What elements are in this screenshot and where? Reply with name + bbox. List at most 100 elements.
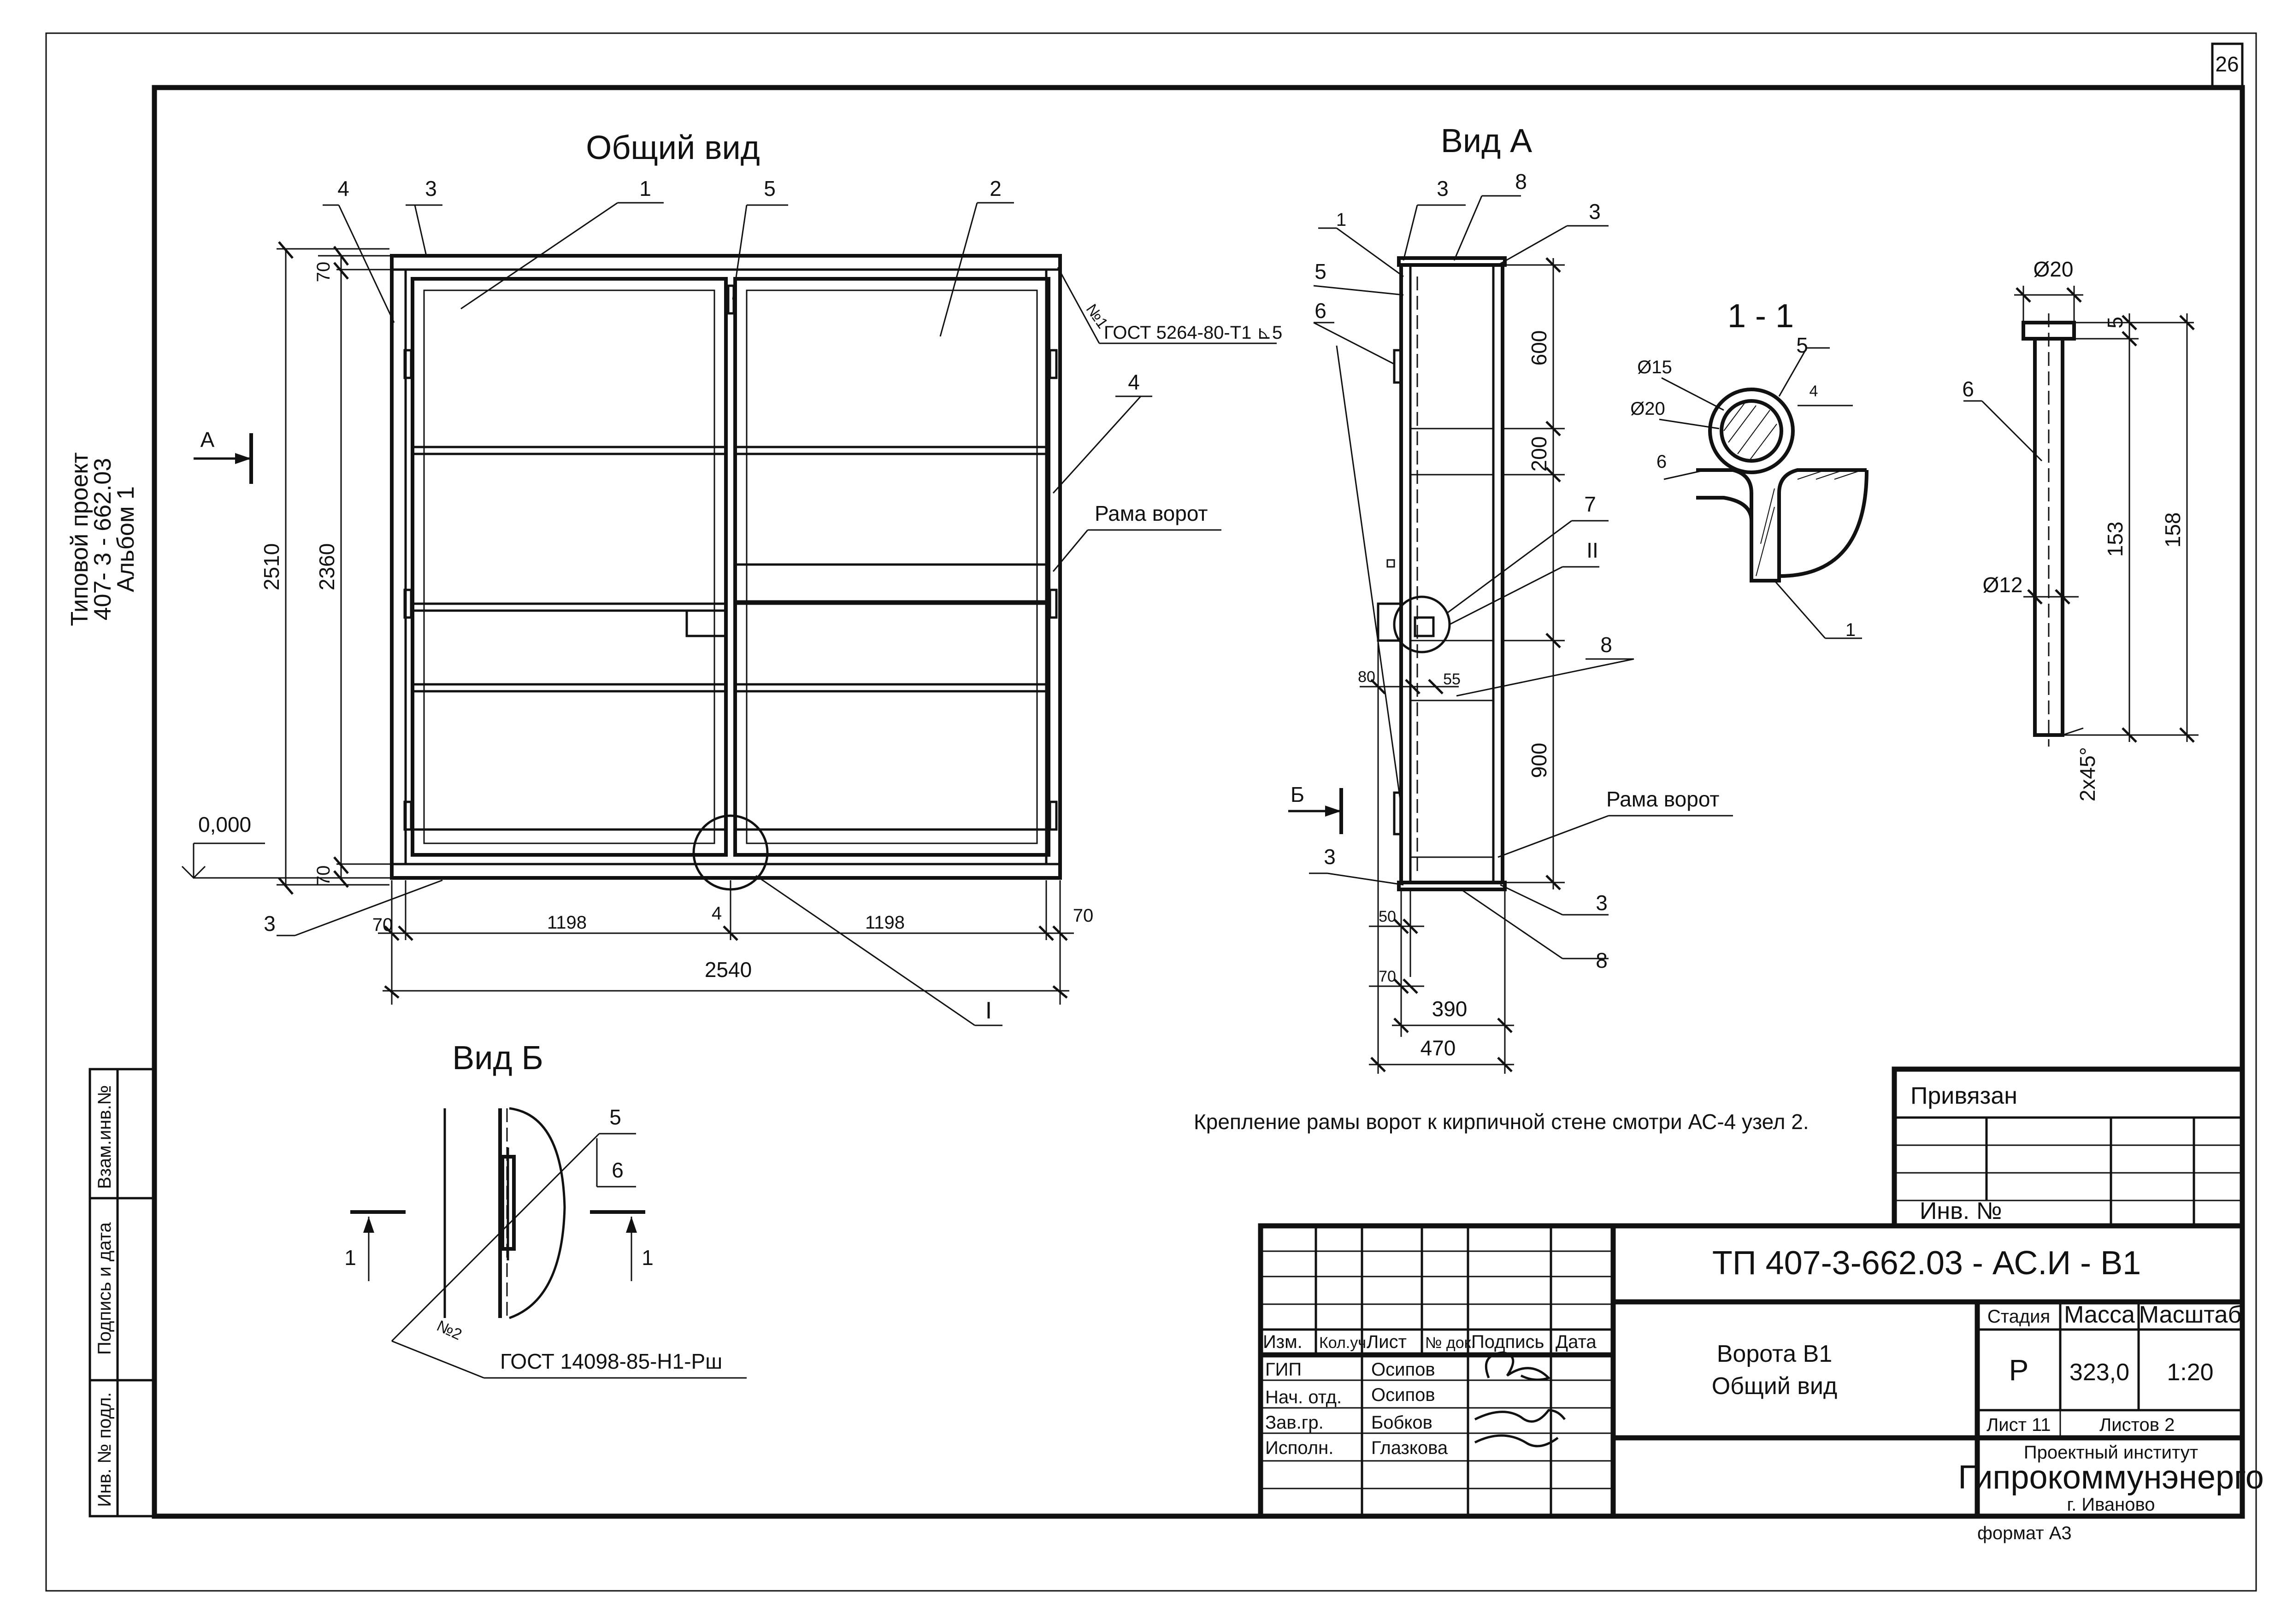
tb-role-0: ГИП bbox=[1265, 1359, 1302, 1380]
pin-dim-chamfer: 2x45° bbox=[2075, 747, 2099, 801]
title-block bbox=[1258, 1066, 2245, 1519]
tb-header-list: Лист bbox=[1367, 1332, 1407, 1352]
va-dim-70: 70 bbox=[1379, 968, 1396, 985]
tb-name-1: Осипов bbox=[1371, 1385, 1435, 1405]
tb-scale: 1:20 bbox=[2167, 1359, 2213, 1386]
va-dim-900: 900 bbox=[1527, 743, 1551, 778]
gv-callout-2: 2 bbox=[990, 177, 1002, 200]
tb-role-3: Исполн. bbox=[1265, 1438, 1333, 1458]
vb-callout-5: 5 bbox=[609, 1105, 621, 1129]
sheet-number: 26 bbox=[2215, 52, 2239, 76]
va-dim-390: 390 bbox=[1432, 997, 1468, 1021]
gv-gost-note: ГОСТ 5264-80-Т1 ⊾5 bbox=[1104, 323, 1282, 343]
va-callout-6: 6 bbox=[1314, 299, 1326, 323]
tb-name-0: Осипов bbox=[1371, 1359, 1435, 1380]
s11-dim-15: Ø15 bbox=[1637, 357, 1672, 377]
tb-header-data: Дата bbox=[1556, 1332, 1597, 1352]
left-stamp-vzam: Взам.инв.№ bbox=[94, 1085, 115, 1189]
gv-callout-4a: 4 bbox=[337, 177, 349, 200]
gv-dim-width: 2540 bbox=[705, 958, 752, 982]
pin-callout-6: 6 bbox=[1962, 377, 1974, 401]
pin-dim-153: 153 bbox=[2103, 522, 2127, 557]
tb-org-3: г. Иваново bbox=[2067, 1495, 2155, 1515]
va-callout-3c: 3 bbox=[1324, 845, 1336, 869]
section-1-1-drawing bbox=[1659, 347, 1869, 639]
general-view-drawing bbox=[181, 202, 1277, 1026]
va-frame-label: Рама ворот bbox=[1606, 787, 1719, 811]
gv-frame-label: Рама ворот bbox=[1095, 501, 1208, 525]
va-callout-5: 5 bbox=[1314, 259, 1326, 283]
vb-gost-note: ГОСТ 14098-85-Н1-Рш bbox=[500, 1349, 722, 1373]
gv-callout-4b: 4 bbox=[1128, 370, 1140, 394]
section-1-1-title: 1 - 1 bbox=[1727, 298, 1794, 335]
left-stamp-podpis: Подпись и дата bbox=[94, 1222, 115, 1355]
va-dim-50: 50 bbox=[1379, 908, 1396, 925]
va-callout-8a: 8 bbox=[1515, 170, 1527, 194]
left-stamp bbox=[88, 1068, 156, 1518]
tb-format: формат А3 bbox=[1977, 1523, 2072, 1543]
side-stamp-line2: 407- 3 - 662.03 bbox=[89, 458, 116, 621]
pin-dim-d12: Ø12 bbox=[1983, 573, 2023, 597]
vb-section-mark-right: 1 bbox=[642, 1246, 654, 1270]
tb-sheet: Лист 11 bbox=[1986, 1415, 2051, 1435]
va-callout-ii: II bbox=[1586, 538, 1598, 562]
tb-designation: ТП 407-3-662.03 - АС.И - В1 bbox=[1712, 1245, 2141, 1282]
gv-level: 0,000 bbox=[198, 812, 251, 836]
tb-org-2: Гипрокоммунэнерго bbox=[1958, 1459, 2264, 1496]
tb-header-izm: Изм. bbox=[1263, 1332, 1303, 1352]
view-a-title: Вид А bbox=[1441, 123, 1532, 159]
pin-dim-5: 5 bbox=[2103, 317, 2127, 329]
s11-callout-6: 6 bbox=[1656, 452, 1667, 472]
tb-header-kol: Кол.уч. bbox=[1319, 1334, 1370, 1352]
general-view-title: Общий вид bbox=[586, 129, 760, 166]
va-dim-200: 200 bbox=[1527, 436, 1551, 472]
side-stamp-line1: Типовой проект bbox=[66, 452, 93, 626]
gv-dim-leaf-right: 1198 bbox=[865, 912, 905, 933]
va-callout-7: 7 bbox=[1584, 492, 1596, 516]
side-stamp: Типовой проект 407- 3 - 662.03 Альбом 1 bbox=[66, 452, 139, 626]
gv-dim-top-70: 70 bbox=[313, 262, 334, 282]
tb-header-doc: № док. bbox=[1425, 1334, 1475, 1352]
tb-header-podpis: Подпись bbox=[1471, 1332, 1544, 1352]
gv-callout-5: 5 bbox=[764, 177, 776, 200]
va-callout-8c: 8 bbox=[1596, 948, 1608, 972]
s11-callout-1: 1 bbox=[1845, 620, 1856, 640]
vb-section-mark-left: 1 bbox=[344, 1246, 356, 1270]
tb-name-2: Бобков bbox=[1371, 1412, 1432, 1433]
gv-dim-leaf-left: 1198 bbox=[547, 912, 587, 933]
s11-dim-4: 4 bbox=[1810, 382, 1818, 400]
va-dim-600: 600 bbox=[1527, 330, 1551, 366]
view-b-drawing bbox=[350, 1107, 747, 1379]
va-callout-1: 1 bbox=[1336, 210, 1346, 230]
va-callout-3b: 3 bbox=[1589, 200, 1601, 224]
view-a-drawing bbox=[1288, 195, 1733, 1074]
gv-view-arrow-a: А bbox=[200, 428, 215, 452]
tb-mass-label: Масса bbox=[2064, 1301, 2135, 1328]
tb-privyazan: Привязан bbox=[1910, 1083, 2017, 1109]
view-b-title: Вид Б bbox=[452, 1040, 543, 1077]
side-stamp-line3: Альбом 1 bbox=[112, 486, 139, 592]
tb-role-2: Зав.гр. bbox=[1265, 1412, 1324, 1433]
vb-callout-6: 6 bbox=[612, 1158, 624, 1182]
sheet-borders bbox=[45, 32, 2257, 1592]
left-stamp-inv-podl: Инв. № подл. bbox=[94, 1392, 115, 1507]
tb-inv-no: Инв. № bbox=[1920, 1198, 2002, 1224]
va-dim-80: 80 bbox=[1358, 668, 1375, 686]
tb-mass: 323,0 bbox=[2069, 1359, 2129, 1386]
mounting-note: Крепление рамы ворот к кирпичной стене с… bbox=[1194, 1110, 1809, 1134]
tb-role-1: Нач. отд. bbox=[1265, 1387, 1342, 1407]
gv-dim-2360: 2360 bbox=[315, 543, 339, 590]
gv-callout-3a: 3 bbox=[425, 177, 437, 200]
tb-sheets: Листов 2 bbox=[2099, 1415, 2175, 1435]
va-callout-3a: 3 bbox=[1437, 177, 1449, 200]
pin-dim-d20: Ø20 bbox=[2034, 257, 2074, 281]
va-view-arrow-b: Б bbox=[1291, 783, 1304, 806]
gv-callout-4c: 4 bbox=[712, 903, 722, 924]
gv-dim-bottom-70: 70 bbox=[313, 865, 334, 886]
gv-dim-2510: 2510 bbox=[259, 543, 283, 590]
pin-drawing bbox=[1963, 286, 2199, 747]
tb-name-3: Глазкова bbox=[1371, 1438, 1448, 1458]
va-dim-55: 55 bbox=[1443, 671, 1461, 688]
tb-doc-title-1: Ворота В1 bbox=[1717, 1341, 1833, 1367]
